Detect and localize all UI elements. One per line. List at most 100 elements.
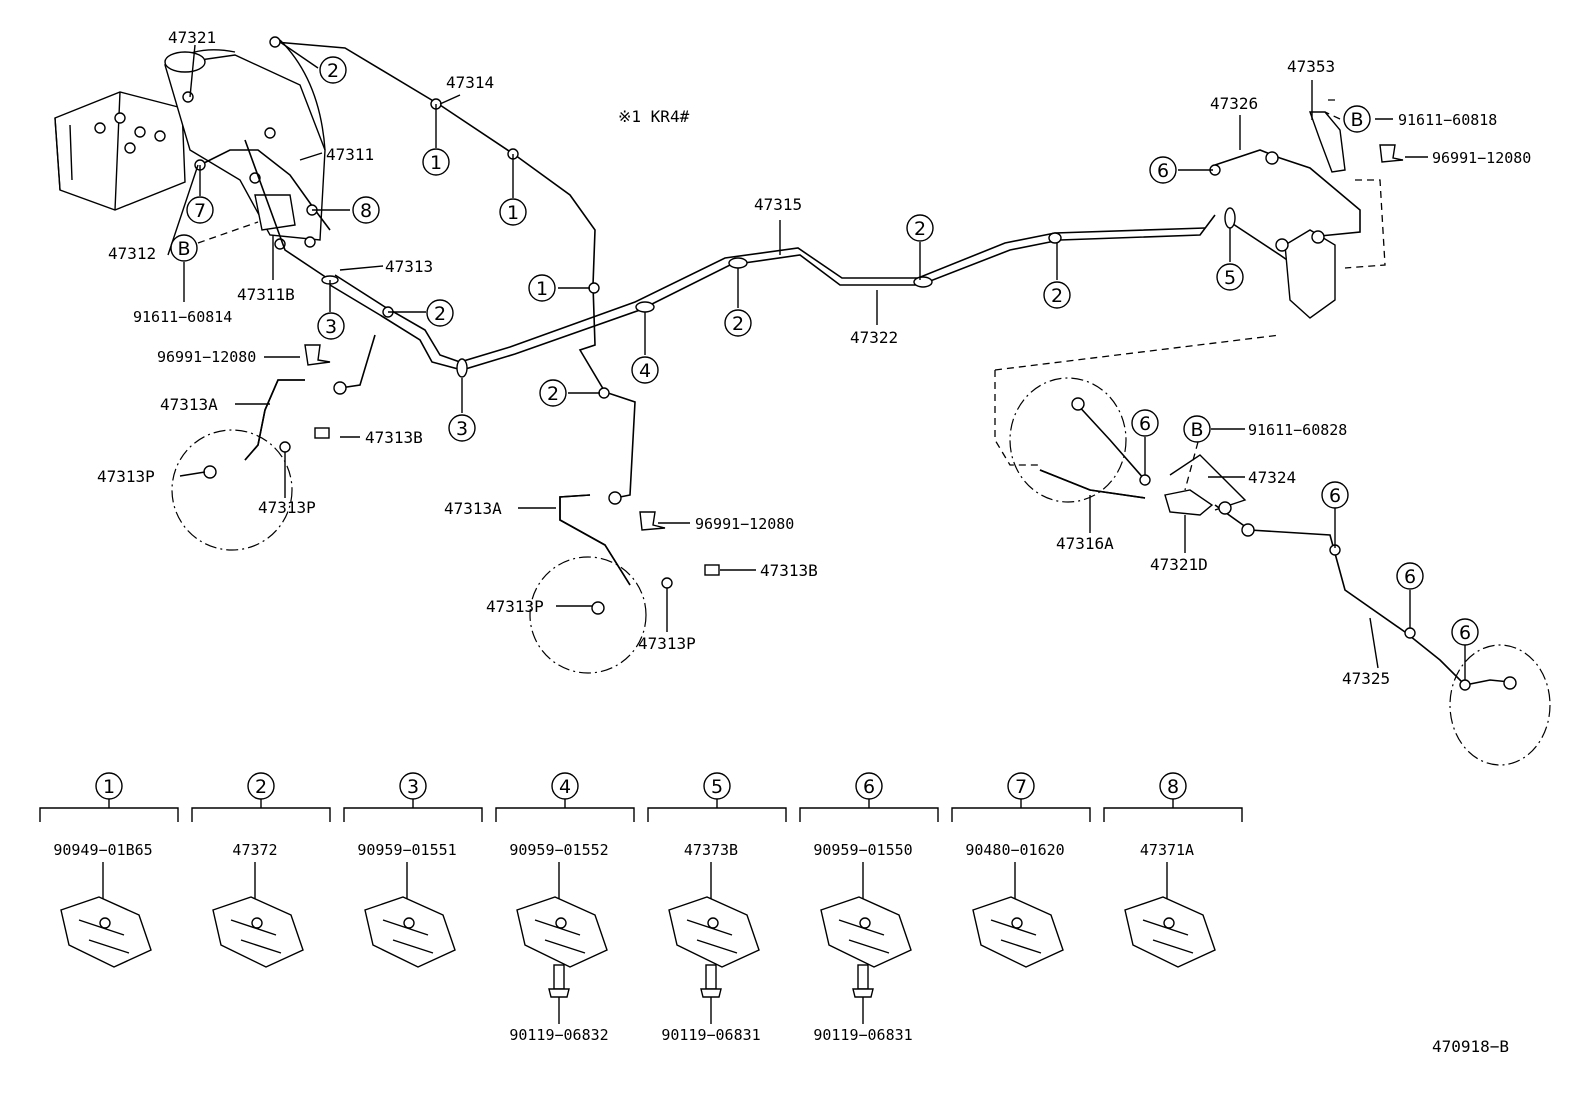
svg-text:2: 2: [547, 383, 559, 405]
legend-item-7: 7 90480−01620: [951, 772, 1091, 968]
leader-lines: [167, 41, 1466, 680]
label-47313A-left: 47313A: [160, 395, 218, 414]
marker-B: B: [170, 234, 198, 262]
legend-number: 2: [255, 776, 267, 798]
clamp-part-drawing: [364, 896, 456, 968]
label-91611-60828: 91611−60828: [1248, 421, 1347, 439]
label-47321: 47321: [168, 28, 216, 47]
marker-B: B: [1183, 415, 1211, 443]
legend-bolt-number: 90119−06831: [661, 1026, 760, 1044]
pipe-junction-dots: [194, 36, 1471, 691]
abs-actuator-assembly: [54, 39, 326, 250]
label-47325: 47325: [1342, 669, 1390, 688]
svg-text:1: 1: [430, 152, 442, 174]
svg-text:5: 5: [1224, 267, 1236, 289]
label-47313P-left-1: 47313P: [97, 467, 155, 486]
svg-text:2: 2: [327, 60, 339, 82]
label-47313P-center-2: 47313P: [638, 634, 696, 653]
svg-text:1: 1: [507, 202, 519, 224]
marker-2: 2: [539, 379, 567, 407]
label-91611-60814: 91611−60814: [133, 308, 232, 326]
legend-part-number: 90959−01552: [509, 841, 608, 859]
marker-3: 3: [448, 414, 476, 442]
svg-text:4: 4: [639, 360, 651, 382]
label-47313P-center-1: 47313P: [486, 597, 544, 616]
svg-text:1: 1: [536, 278, 548, 300]
legend-item-2: 2 47372: [191, 772, 331, 968]
legend-number: 3: [407, 776, 419, 798]
label-47313B-left: 47313B: [365, 428, 423, 447]
label-47321D: 47321D: [1150, 555, 1208, 574]
legend-number: 5: [711, 776, 723, 798]
svg-text:2: 2: [732, 313, 744, 335]
label-47353: 47353: [1287, 57, 1335, 76]
clamp-part-drawing: [212, 896, 304, 968]
clamp-part-drawing: [1124, 896, 1216, 968]
label-47311B: 47311B: [237, 285, 295, 304]
svg-text:7: 7: [194, 200, 206, 222]
label-47315: 47315: [754, 195, 802, 214]
legend-item-8: 8 47371A: [1103, 772, 1243, 968]
legend-number: 6: [863, 776, 875, 798]
legend-bolt-number: 90119−06832: [509, 1026, 608, 1044]
label-47322: 47322: [850, 328, 898, 347]
svg-text:6: 6: [1404, 566, 1416, 588]
legend-bolt-number: 90119−06831: [813, 1026, 912, 1044]
marker-1: 1: [528, 274, 556, 302]
rear-valve-assembly: [994, 99, 1386, 516]
clamp-part-drawing: [60, 896, 152, 968]
wheel-outlines: [171, 377, 1551, 766]
marker-6: 6: [1131, 409, 1159, 437]
label-47316A: 47316A: [1056, 534, 1114, 553]
marker-1: 1: [422, 148, 450, 176]
label-47311: 47311: [326, 145, 374, 164]
svg-text:6: 6: [1157, 160, 1169, 182]
svg-text:B: B: [177, 238, 190, 260]
clamp-part-drawing: [668, 896, 760, 968]
svg-text:6: 6: [1329, 485, 1341, 507]
marker-7: 7: [186, 196, 214, 224]
label-47324: 47324: [1248, 468, 1296, 487]
legend-number: 8: [1167, 776, 1179, 798]
legend-number: 7: [1015, 776, 1027, 798]
legend-part-number: 90959−01550: [813, 841, 912, 859]
svg-text:3: 3: [456, 418, 468, 440]
clamp-part-drawing: [820, 896, 912, 968]
flex-hoses: [244, 379, 1146, 586]
svg-text:6: 6: [1139, 413, 1151, 435]
label-96991-12080-center: 96991−12080: [695, 515, 794, 533]
legend-part-number: 47372: [232, 841, 277, 859]
label-91611-60818: 91611−60818: [1398, 111, 1497, 129]
clamp-part-drawing: [972, 896, 1064, 968]
marker-2: 2: [906, 214, 934, 242]
legend-part-number: 47371A: [1140, 841, 1194, 859]
legend-item-6: 6 90959−01550 90119−06831: [799, 772, 939, 1044]
marker-2: 2: [724, 309, 752, 337]
brake-pipes: [199, 41, 1511, 686]
part-number-labels: 47321 47314 47311 47312 47313 47311B 916…: [97, 28, 1531, 688]
marker-2: 2: [426, 299, 454, 327]
legend-number: 1: [103, 776, 115, 798]
pipe-clamps: [321, 207, 1236, 378]
label-47314: 47314: [446, 73, 494, 92]
clamp-markers: 2 1 1 7 8 B 3 2 1 3 4 2 2 2 2 B 6 5 6 B …: [170, 56, 1479, 646]
label-96991-12080-right: 96991−12080: [1432, 149, 1531, 167]
svg-text:2: 2: [914, 218, 926, 240]
clamp-legend: 190949−01B65247372390959−01551490959−015…: [39, 772, 1243, 1044]
legend-item-3: 3 90959−01551: [343, 772, 483, 968]
fittings: [203, 144, 1517, 690]
marker-8: 8: [352, 196, 380, 224]
clamp-part-drawing: [516, 896, 608, 968]
marker-5: 5: [1216, 263, 1244, 291]
svg-text:2: 2: [434, 303, 446, 325]
marker-6: 6: [1451, 618, 1479, 646]
legend-part-number: 90959−01551: [357, 841, 456, 859]
svg-text:B: B: [1190, 419, 1203, 441]
legend-part-number: 90480−01620: [965, 841, 1064, 859]
figure-id: 470918−B: [1432, 1037, 1509, 1056]
label-47326: 47326: [1210, 94, 1258, 113]
